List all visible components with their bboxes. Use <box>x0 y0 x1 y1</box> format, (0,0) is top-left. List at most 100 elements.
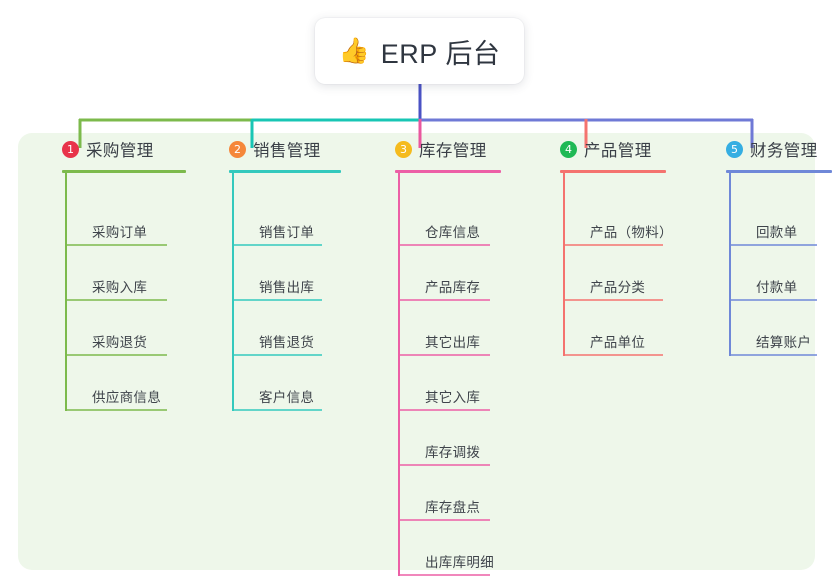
number-badge-icon: 5 <box>726 140 743 158</box>
leaf-item[interactable]: 产品分类 <box>563 246 673 301</box>
leaf-item-label: 产品分类 <box>590 280 646 295</box>
leaf-item[interactable]: 付款单 <box>729 246 817 301</box>
column-4: 4 产品管理产品（物料） 产品分类产品单位 <box>538 133 673 356</box>
leaf-item[interactable]: 库存盘点 <box>398 466 494 521</box>
column-3: 3 库存管理仓库信息产品库存其它出库其它入库库存调拨库存盘点出库库明细 <box>373 133 501 576</box>
root-node[interactable]: 👍 ERP 后台 <box>315 18 524 84</box>
leaf-item[interactable]: 其它入库 <box>398 356 494 411</box>
column-spine <box>729 173 731 356</box>
column-spine <box>65 173 67 411</box>
column-header-3[interactable]: 3 库存管理 <box>373 133 501 173</box>
leaf-item-label: 出库库明细 <box>425 555 494 570</box>
leaf-item-rule <box>65 299 167 301</box>
column-title: 产品管理 <box>584 142 652 160</box>
leaf-item-rule <box>729 354 817 356</box>
column-header-4[interactable]: 4 产品管理 <box>538 133 666 173</box>
leaf-item-rule <box>398 464 490 466</box>
column-title: 销售管理 <box>253 142 321 160</box>
leaf-item-rule <box>398 354 490 356</box>
number-badge-icon: 4 <box>560 140 577 158</box>
column-header-rule <box>395 170 501 173</box>
leaf-item-label: 供应商信息 <box>92 390 161 405</box>
leaf-item-rule <box>65 354 167 356</box>
column-5: 5 财务管理回款单付款单结算账户 <box>704 133 832 356</box>
leaf-item[interactable]: 结算账户 <box>729 301 817 356</box>
leaf-item[interactable]: 产品（物料） <box>563 173 673 246</box>
column-header-rule <box>560 170 666 173</box>
leaf-item-rule <box>398 244 490 246</box>
leaf-item-rule <box>563 244 663 246</box>
leaf-item-label: 回款单 <box>756 225 798 240</box>
number-badge-icon: 1 <box>62 140 79 158</box>
column-spine <box>563 173 565 356</box>
leaf-item-label: 采购订单 <box>92 225 148 240</box>
column-spine <box>232 173 234 411</box>
leaf-item-label: 库存调拨 <box>425 445 481 460</box>
leaf-item-rule <box>232 299 322 301</box>
leaf-item[interactable]: 仓库信息 <box>398 173 494 246</box>
leaf-item[interactable]: 采购退货 <box>65 301 167 356</box>
leaf-item[interactable]: 回款单 <box>729 173 817 246</box>
leaf-item[interactable]: 销售退货 <box>232 301 322 356</box>
leaf-item-rule <box>398 519 490 521</box>
leaf-item-label: 仓库信息 <box>425 225 481 240</box>
column-header-2[interactable]: 2 销售管理 <box>207 133 341 173</box>
leaf-item[interactable]: 销售订单 <box>232 173 322 246</box>
leaf-item-rule <box>398 299 490 301</box>
leaf-item-label: 其它出库 <box>425 335 481 350</box>
column-header-rule <box>62 170 186 173</box>
leaf-item[interactable]: 采购入库 <box>65 246 167 301</box>
leaf-item-label: 库存盘点 <box>425 500 481 515</box>
leaf-item-rule <box>232 409 322 411</box>
leaf-item-label: 其它入库 <box>425 390 481 405</box>
column-title: 财务管理 <box>750 142 818 160</box>
leaf-list: 产品（物料） 产品分类产品单位 <box>563 173 673 356</box>
leaf-item-label: 产品单位 <box>590 335 646 350</box>
leaf-list: 回款单付款单结算账户 <box>729 173 817 356</box>
column-header-5[interactable]: 5 财务管理 <box>704 133 832 173</box>
leaf-item-rule <box>398 409 490 411</box>
column-spine <box>398 173 400 576</box>
leaf-item-rule <box>232 354 322 356</box>
column-2: 2 销售管理销售订单销售出库销售退货客户信息 <box>207 133 341 411</box>
leaf-item-label: 销售订单 <box>259 225 315 240</box>
number-badge-icon: 2 <box>229 140 246 158</box>
leaf-item-label: 客户信息 <box>259 390 315 405</box>
number-badge-icon: 3 <box>395 140 412 158</box>
diagram-panel <box>18 133 815 570</box>
leaf-item-rule <box>563 354 663 356</box>
column-header-rule <box>229 170 341 173</box>
leaf-item-rule <box>729 244 817 246</box>
leaf-item[interactable]: 客户信息 <box>232 356 322 411</box>
leaf-item-label: 产品（物料） <box>590 225 673 240</box>
leaf-item-label: 产品库存 <box>425 280 481 295</box>
leaf-item[interactable]: 其它出库 <box>398 301 494 356</box>
column-title: 采购管理 <box>86 142 154 160</box>
root-node-label: ERP 后台 <box>380 38 501 69</box>
column-title: 库存管理 <box>419 142 487 160</box>
leaf-item[interactable]: 销售出库 <box>232 246 322 301</box>
leaf-item[interactable]: 库存调拨 <box>398 411 494 466</box>
column-1: 1 采购管理采购订单采购入库采购退货供应商信息 <box>40 133 186 411</box>
leaf-list: 仓库信息产品库存其它出库其它入库库存调拨库存盘点出库库明细 <box>398 173 494 576</box>
leaf-list: 采购订单采购入库采购退货供应商信息 <box>65 173 167 411</box>
leaf-item-label: 销售退货 <box>259 335 315 350</box>
leaf-item-rule <box>65 409 167 411</box>
thumbs-up-icon: 👍 <box>338 36 370 65</box>
leaf-item-rule <box>232 244 322 246</box>
leaf-item[interactable]: 产品库存 <box>398 246 494 301</box>
leaf-item-rule <box>729 299 817 301</box>
column-header-1[interactable]: 1 采购管理 <box>40 133 186 173</box>
leaf-item-label: 销售出库 <box>259 280 315 295</box>
leaf-item[interactable]: 供应商信息 <box>65 356 167 411</box>
leaf-item-label: 付款单 <box>756 280 798 295</box>
leaf-item-rule <box>65 244 167 246</box>
leaf-item[interactable]: 产品单位 <box>563 301 673 356</box>
leaf-item[interactable]: 采购订单 <box>65 173 167 246</box>
leaf-item[interactable]: 出库库明细 <box>398 521 494 576</box>
column-header-rule <box>726 170 832 173</box>
leaf-item-label: 结算账户 <box>756 335 812 350</box>
leaf-item-label: 采购退货 <box>92 335 148 350</box>
leaf-item-rule <box>398 574 490 576</box>
leaf-list: 销售订单销售出库销售退货客户信息 <box>232 173 322 411</box>
